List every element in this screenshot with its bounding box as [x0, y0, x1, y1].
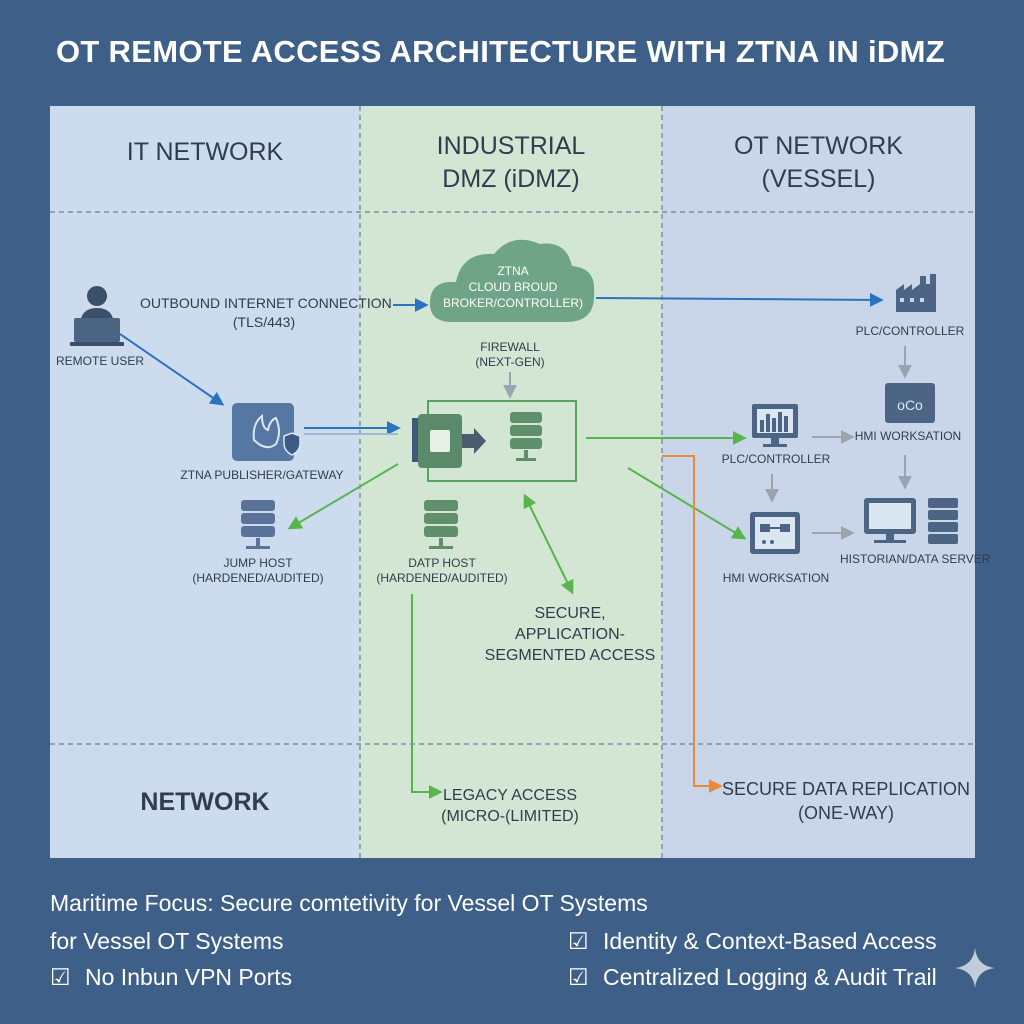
- feature-no-vpn: ☑ No Inbun VPN Ports: [50, 962, 292, 992]
- feature-identity-access-text: Identity & Context-Based Access: [603, 928, 937, 954]
- historian-monitor-icon: [864, 498, 916, 543]
- zone-dividers: [50, 106, 975, 858]
- publisher-label: ZTNA PUBLISHER/GATEWAY: [180, 468, 344, 482]
- maritime-focus-line2: for Vessel OT Systems: [50, 928, 284, 954]
- blue-arrows: [119, 292, 884, 435]
- plc-controller-mid-label: PLC/CONTROLLER: [721, 452, 831, 466]
- maritime-focus-line1: Maritime Focus: Secure comtetivity for V…: [50, 890, 648, 916]
- hmi-workstation-bottom-label: HMI WORKSATION: [722, 571, 830, 585]
- secure-access-label-line3: SEGMENTED ACCESS: [484, 647, 656, 664]
- plc-controller-top-label: PLC/CONTROLLER: [855, 324, 965, 338]
- sparkle-icon: [955, 948, 995, 988]
- idmz-header-line2: DMZ (iDMZ): [442, 165, 580, 193]
- network-footer-label: NETWORK: [140, 788, 270, 816]
- jump-host-server-icon: [241, 500, 275, 549]
- ot-network-zone: [662, 106, 975, 858]
- feature-logging-audit-text: Centralized Logging & Audit Trail: [603, 964, 937, 990]
- secure-access-label-line2: APPLICATION-: [515, 626, 625, 643]
- hmi-workstation-right-label: HMI WORKSATION: [854, 429, 962, 443]
- feature-identity-access: ☑ Identity & Context-Based Access: [568, 926, 937, 956]
- firewall-box: [412, 400, 577, 482]
- checkbox-icon: ☑: [568, 964, 589, 990]
- datp-host-server-icon: [424, 500, 458, 549]
- green-arrows: [287, 431, 747, 799]
- it-network-zone: [50, 106, 360, 858]
- plc-device-icon: oCo: [885, 383, 935, 423]
- historian-server-icon: [928, 498, 958, 544]
- jump-host-label-line1: JUMP HOST: [223, 556, 293, 570]
- factory-icon: [896, 274, 936, 312]
- legacy-access-label-line2: (MICRO-(LIMITED): [441, 808, 579, 825]
- legacy-access-label-line1: LEGACY ACCESS: [443, 787, 577, 804]
- ot-network-header-line1: OT NETWORK: [734, 132, 903, 160]
- checkbox-icon: ☑: [568, 928, 589, 954]
- cloud-icon: [429, 239, 595, 322]
- plc-monitor-icon: [752, 404, 798, 447]
- broker-label-line1: ZTNA: [497, 264, 529, 278]
- remote-user-icon: [70, 286, 124, 346]
- outbound-connection-port: (TLS/443): [232, 314, 296, 330]
- outbound-connection-label: OUTBOUND INTERNET CONNECTION: [140, 295, 392, 311]
- replication-label-line2: (ONE-WAY): [798, 803, 894, 823]
- firewall-label-line1: FIREWALL: [480, 340, 540, 354]
- datp-host-label-line2: (HARDENED/AUDITED): [376, 571, 508, 585]
- grey-arrows: [503, 346, 912, 540]
- page-title: OT REMOTE ACCESS ARCHITECTURE WITH ZTNA …: [56, 34, 945, 69]
- it-network-header: IT NETWORK: [126, 138, 284, 166]
- feature-logging-audit: ☑ Centralized Logging & Audit Trail: [568, 962, 937, 992]
- broker-label-line2: CLOUD BROUD: [468, 280, 558, 294]
- firewall-label-line2: (NEXT-GEN): [475, 355, 545, 369]
- feature-no-vpn-text: No Inbun VPN Ports: [85, 964, 293, 990]
- svg-text:oCo: oCo: [897, 397, 923, 413]
- ot-network-header-line2: (VESSEL): [761, 165, 876, 193]
- checkbox-icon: ☑: [50, 964, 71, 990]
- hmi-workstation-icon: [750, 512, 800, 554]
- jump-host-label-line2: (HARDENED/AUDITED): [192, 571, 324, 585]
- orange-arrow: [662, 455, 723, 793]
- datp-host-label-line1: DATP HOST: [408, 556, 476, 570]
- replication-label-line1: SECURE DATA REPLICATION: [721, 779, 971, 799]
- gateway-icon: [232, 403, 301, 461]
- remote-user-label: REMOTE USER: [55, 354, 144, 368]
- historian-label: HISTORIAN/DATA SERVER: [840, 552, 991, 566]
- broker-label-line3: BROKER/CONTROLLER): [442, 296, 584, 310]
- idmz-header-line1: INDUSTRIAL: [436, 132, 586, 160]
- secure-access-label-line1: SECURE,: [534, 605, 606, 622]
